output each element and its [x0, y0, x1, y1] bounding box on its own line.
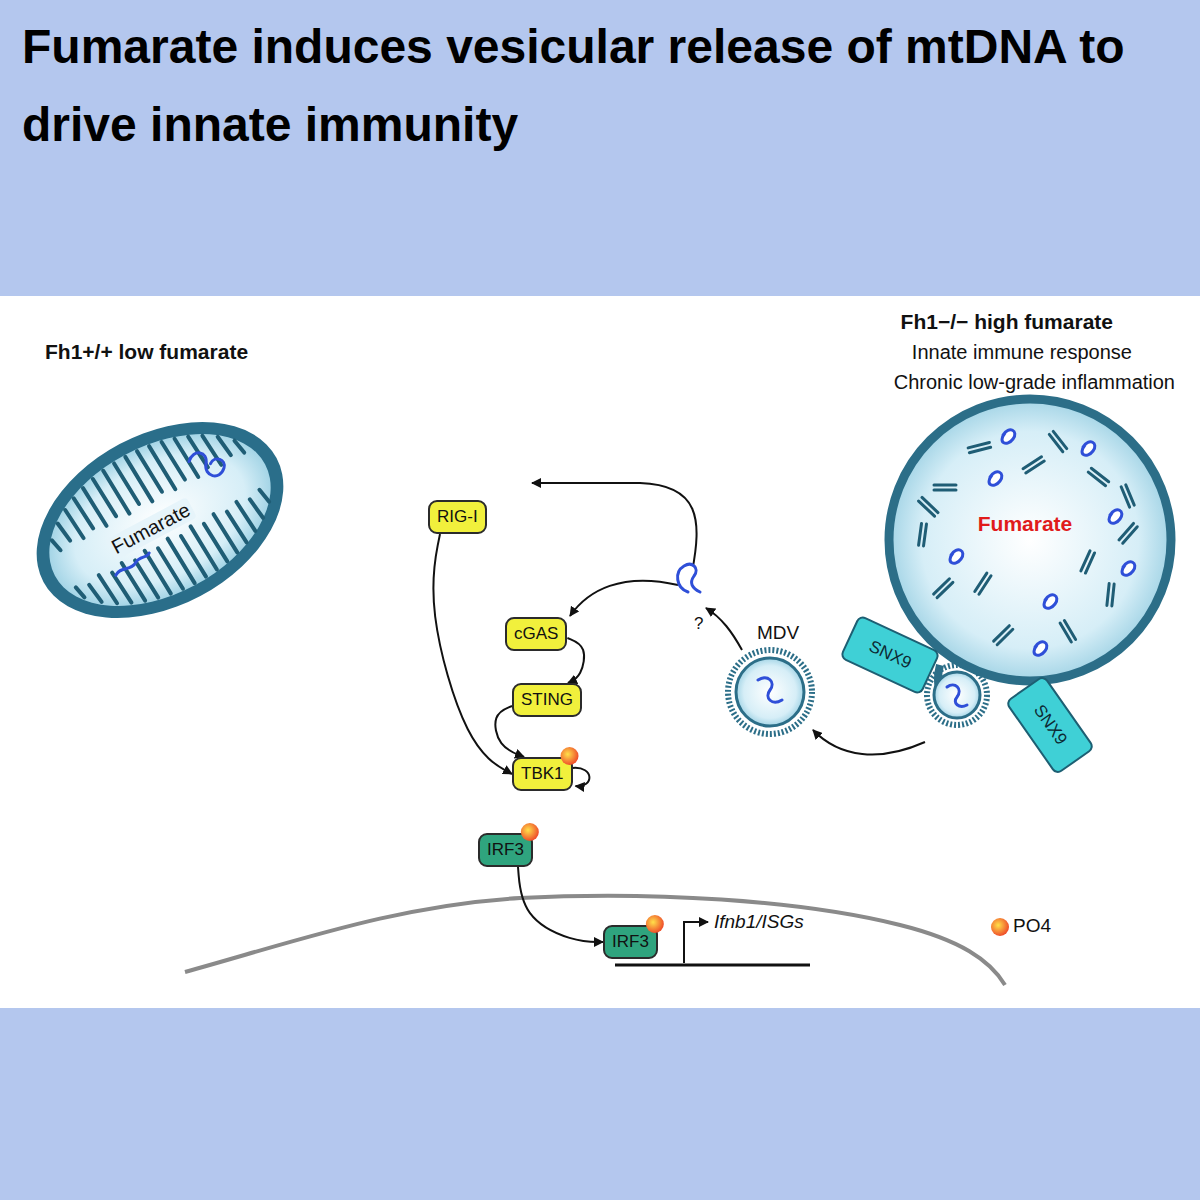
- annotation-label: ?: [694, 614, 703, 634]
- autophosphorylation-arrow: [573, 768, 590, 786]
- signal-arrow: [567, 638, 584, 683]
- node-label: Fumarate: [978, 512, 1073, 536]
- signal-arrow: [518, 867, 603, 942]
- signal-arrow: [433, 534, 512, 774]
- node-label: TBK1: [521, 764, 564, 783]
- white-panel: [0, 296, 1200, 1008]
- node-label: STING: [521, 690, 573, 709]
- node-label: cGAS: [514, 624, 558, 643]
- budding-arrow: [813, 730, 925, 755]
- sensor-box: cGAS: [505, 617, 567, 651]
- mitochondrion-swollen: Fumarate: [885, 395, 1175, 685]
- annotation-label: Ifnb1/ISGs: [714, 911, 804, 933]
- mtdna-fragment: [678, 564, 700, 592]
- phosphate-dot: [646, 915, 664, 933]
- kinase-box: TBK1: [512, 757, 573, 791]
- legend-label: PO4: [1013, 915, 1051, 937]
- mitochondrion-drawing: [885, 395, 1175, 685]
- annotation-label: Fh1+/+ low fumarate: [45, 340, 248, 364]
- sensor-box: RIG-I: [428, 500, 487, 534]
- node-label: IRF3: [612, 932, 649, 951]
- nuclear-membrane: [185, 896, 1005, 985]
- annotation-label: Chronic low-grade inflammation: [894, 371, 1175, 394]
- phosphate-dot: [561, 747, 579, 765]
- node-label: IRF3: [487, 840, 524, 859]
- mdv-release-arrow: [706, 608, 742, 650]
- annotation-label: MDV: [757, 622, 799, 644]
- node-label: SNX9: [866, 637, 915, 674]
- node-label: RIG-I: [437, 507, 478, 526]
- mtdna-to-rigi-arrow: [532, 483, 697, 572]
- phosphate-dot: [521, 823, 539, 841]
- title: Fumarate induces vesicular release of mt…: [22, 8, 1182, 164]
- transcription-factor-box: IRF3: [603, 925, 658, 959]
- annotation-label: Innate immune response: [912, 341, 1132, 364]
- node-label: SNX9: [1029, 701, 1071, 749]
- adaptor-box: STING: [512, 683, 582, 717]
- snx9-protein: SNX9: [1005, 674, 1096, 775]
- gene-line: [615, 964, 810, 967]
- mdv-vesicle: [728, 650, 812, 734]
- phosphate-legend-dot: [991, 918, 1009, 936]
- transcription-factor-box: IRF3: [478, 833, 533, 867]
- transcription-arrow: [684, 922, 708, 963]
- mtdna-to-cgas-arrow: [570, 581, 678, 616]
- annotation-label: Fh1−/− high fumarate: [901, 310, 1113, 334]
- mitochondrion-normal: Fumarate: [0, 377, 321, 663]
